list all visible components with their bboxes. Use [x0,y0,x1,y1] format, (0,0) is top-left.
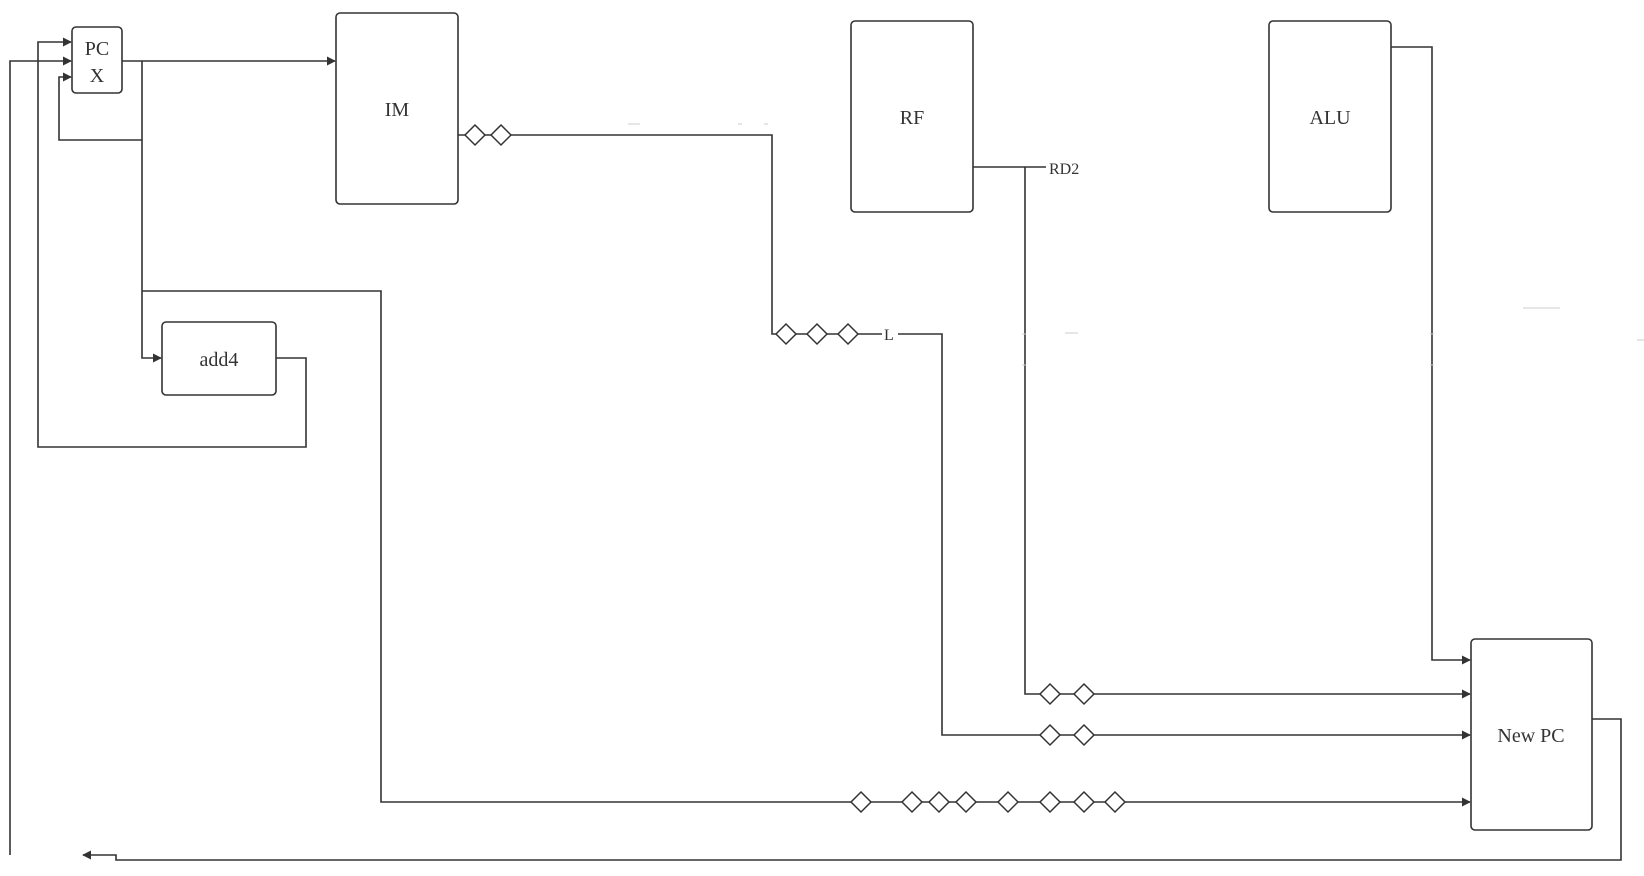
im-label: IM [385,99,410,121]
pc-block: PC X [71,26,123,94]
im-block: IM [335,12,459,205]
im-output-connectors [463,123,513,147]
alu-block-box [1268,20,1392,213]
new-pc-block-box [1470,638,1593,831]
newpc-to-pc-wire [9,56,72,855]
faint-marks [628,123,1644,366]
connector-diamond [774,322,798,346]
pc-to-newpc-wire [142,290,1471,807]
newpc-feedback-wire-bottom [82,718,1622,861]
connector-diamond [927,790,951,814]
connector-diamond [489,123,513,147]
pc-block-box [71,26,123,94]
connector-diamond [1038,682,1062,706]
l-label: L [884,327,894,344]
connector-diamond [1072,723,1096,747]
rf-label: RF [900,107,924,129]
pc-to-add4-wire [141,61,162,363]
connector-diamond [1038,723,1062,747]
add4-label: add4 [200,349,239,371]
rd2-to-newpc-wire [1024,167,1471,699]
connector-diamond [1072,790,1096,814]
new-pc-label: New PC [1497,725,1564,747]
rd2-label-bg [1046,157,1086,177]
im-to-l-wire [458,134,886,335]
connector-diamond [1038,790,1062,814]
rf-block-box [850,20,974,213]
connector-diamond [954,790,978,814]
pc-sublabel: X [90,65,105,87]
connector-diamond [996,790,1020,814]
l-label-bg [882,324,896,344]
add4-to-pc-wire [37,37,307,448]
connector-diamond [849,790,873,814]
alu-label: ALU [1309,107,1351,129]
rf-block: RF [850,20,974,213]
add4-block: add4 [161,321,277,396]
connector-diamond [836,322,860,346]
l-to-newpc-wire [898,333,1471,740]
connector-diamond [1103,790,1127,814]
new-pc-block: New PC [1470,638,1593,831]
alu-to-newpc-wire [1391,46,1471,665]
alu-block: ALU [1268,20,1392,213]
pc-loop-wire [58,72,142,141]
connector-diamond [463,123,487,147]
connector-diamond [1072,682,1096,706]
connector-diamond [805,322,829,346]
l-newpc-connectors [1038,723,1096,747]
im-block-box [335,12,459,205]
rd2-path-connectors [1038,682,1096,706]
pc-label: PC [85,38,109,60]
l-path-connectors [774,322,860,346]
pc-newpc-connectors [849,790,1127,814]
rd2-label: RD2 [1049,161,1079,178]
connector-diamond [900,790,924,814]
